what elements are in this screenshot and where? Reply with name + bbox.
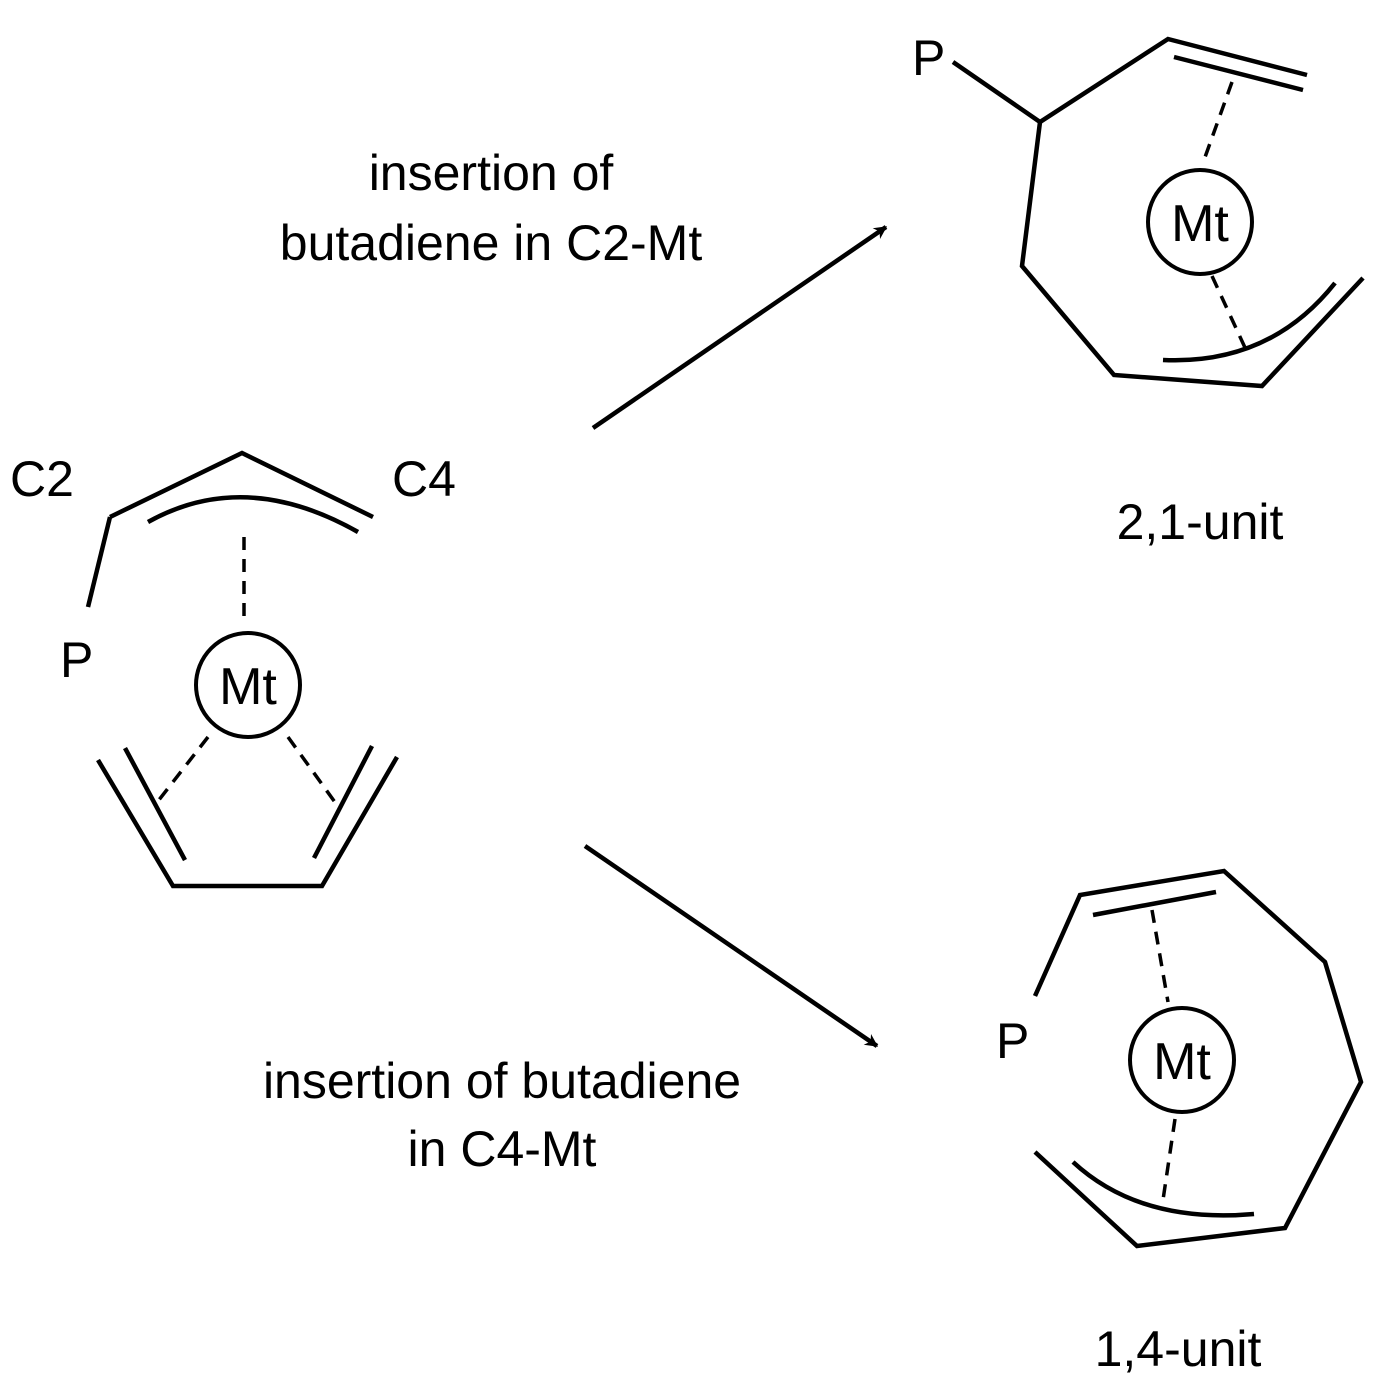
lower-pathway: insertion of butadiene in C4-Mt xyxy=(263,844,879,1177)
bond-c2-p xyxy=(85,516,113,608)
product-2-1-ring-chain xyxy=(1019,121,1365,389)
butadiene-right-double-bond xyxy=(312,744,374,860)
product-2-1-metal-center xyxy=(1146,168,1254,276)
lower-caption-line-2: in C4-Mt xyxy=(408,1121,597,1177)
product-1-4-olefin-mt-interaction xyxy=(1150,909,1170,1003)
product-2-1-vinyl-mt-interaction xyxy=(1202,81,1234,161)
label-polymer-chain: P xyxy=(60,632,93,688)
butadiene-ligand xyxy=(96,755,399,889)
product-1-4-caption: 1,4-unit xyxy=(1095,1321,1262,1377)
upper-caption-line-2: butadiene in C2-Mt xyxy=(280,215,703,271)
metal-center xyxy=(194,631,302,739)
allyl-delocalization-arc xyxy=(146,495,360,534)
product-1-4-chain xyxy=(1032,868,1364,1249)
label-c2: C2 xyxy=(10,451,74,507)
upper-reaction-arrow xyxy=(591,225,888,430)
product-1-4-unit: Mt P 1,4-unit xyxy=(996,868,1364,1377)
product-2-1-allyl-mt-interaction xyxy=(1210,275,1249,353)
product-1-4-allyl-mt-interaction xyxy=(1161,1118,1177,1201)
product-2-1-vinyl-double-bond xyxy=(1173,54,1304,93)
metal-label: Mt xyxy=(219,658,277,716)
product-2-1-unit: Mt P 2,1-unit xyxy=(912,30,1365,550)
butadiene-right-mt-interaction xyxy=(286,735,339,807)
product-1-4-metal-center xyxy=(1128,1006,1236,1114)
upper-pathway: insertion of butadiene in C2-Mt xyxy=(280,145,888,430)
product-2-1-metal-label: Mt xyxy=(1171,195,1229,253)
product-1-4-double-bond xyxy=(1092,889,1217,918)
product-1-4-allyl-arc xyxy=(1071,1160,1255,1218)
product-1-4-polymer-label: P xyxy=(996,1013,1029,1069)
product-2-1-allyl-arc xyxy=(1162,281,1337,363)
allyl-ligand xyxy=(109,450,374,520)
reactant-complex: Mt C2 C4 P xyxy=(10,450,456,889)
product-1-4-metal-label: Mt xyxy=(1153,1033,1211,1091)
upper-caption-line-1: insertion of xyxy=(369,145,614,201)
product-2-1-polymer-label: P xyxy=(912,30,945,86)
lower-caption-line-1: insertion of butadiene xyxy=(263,1053,741,1109)
product-2-1-caption: 2,1-unit xyxy=(1117,494,1284,550)
product-2-1-chain xyxy=(951,36,1308,125)
butadiene-left-double-bond xyxy=(123,746,187,862)
label-c4: C4 xyxy=(392,451,456,507)
lower-reaction-arrow xyxy=(583,844,879,1048)
butadiene-left-mt-interaction xyxy=(153,735,210,807)
